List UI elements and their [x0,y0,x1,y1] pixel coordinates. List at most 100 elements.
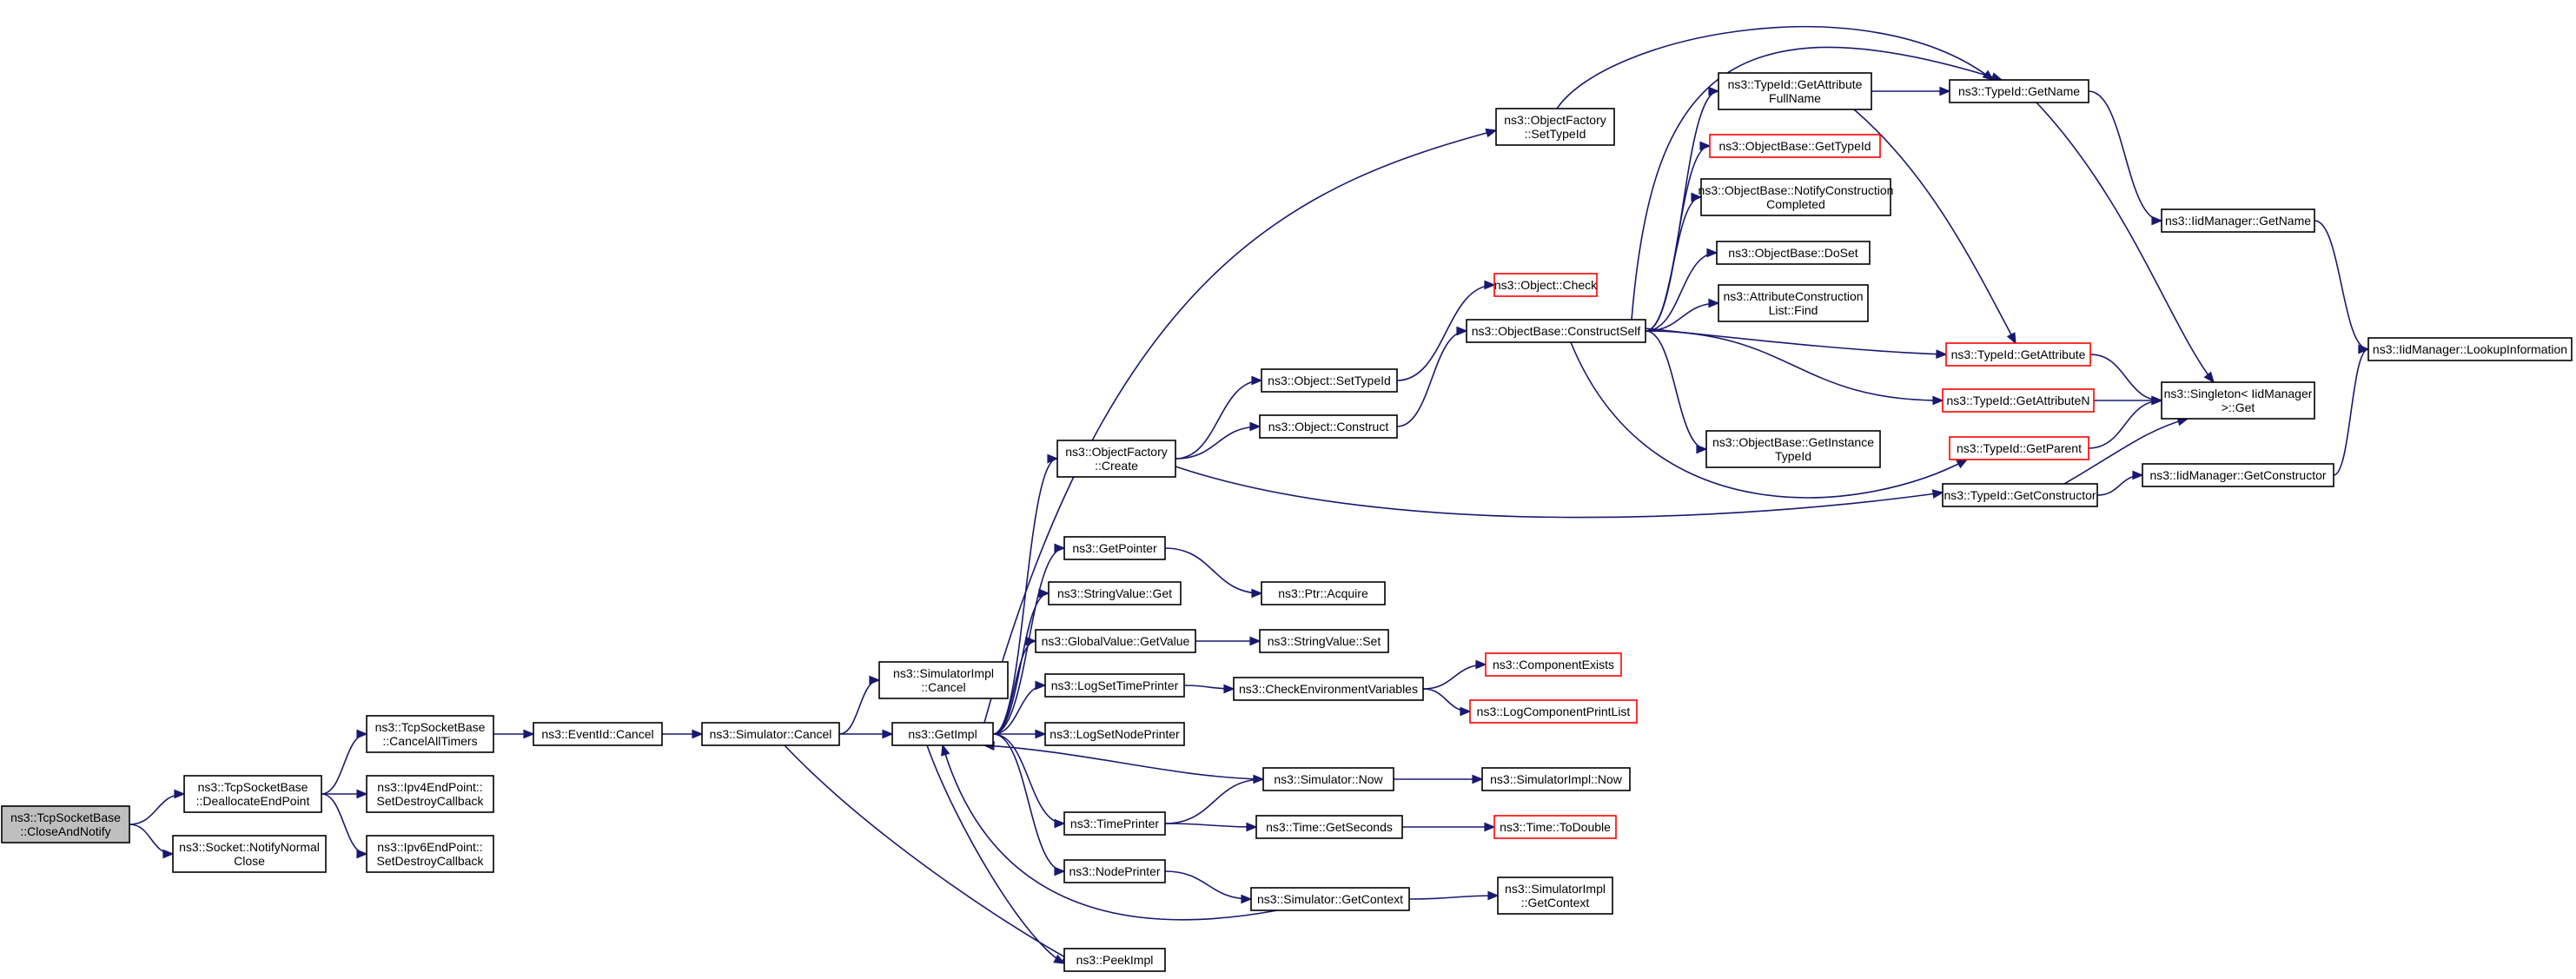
node-label: ns3::TypeId::GetName [1958,84,2080,98]
function-node[interactable]: ns3::Time::GetSeconds [1255,815,1403,839]
function-node[interactable]: ns3::Ipv4EndPoint::SetDestroyCallback [366,775,494,813]
node-label: ns3::TypeId::GetParent [1957,441,2082,455]
function-node[interactable]: ns3::Singleton< IidManager >::Get [2161,381,2315,420]
arrowhead [2151,395,2163,406]
arrowhead [2132,470,2144,480]
function-node[interactable]: ns3::ObjectBase::DoSet [1716,241,1871,265]
function-node[interactable]: ns3::ObjectFactory::Create [1056,440,1176,478]
function-node[interactable]: ns3::TypeId::GetConstructor [1942,483,2098,507]
function-node[interactable]: ns3::Simulator::Cancel [701,722,840,746]
edge-line [1853,109,2016,344]
function-node[interactable]: ns3::GetPointer [1063,536,1166,560]
arrowhead [1475,659,1487,670]
function-node[interactable]: ns3::SimulatorImpl::Now [1481,767,1631,791]
function-node[interactable]: ns3::SimulatorImpl::Cancel [878,661,1009,699]
arrowhead [162,849,175,859]
edge-line [321,793,368,855]
function-node[interactable]: ns3::CheckEnvironmentVariables [1233,677,1424,701]
function-node[interactable]: ns3::TimePrinter [1063,811,1166,836]
node-label: ::CancelAllTimers [382,734,477,748]
arrowhead [1035,729,1047,739]
function-node[interactable]: ns3::TcpSocketBase::DeallocateEndPoint [183,775,322,813]
function-node[interactable]: ns3::LogSetTimePrinter [1044,673,1185,698]
edge-line [1645,330,1944,401]
function-node[interactable]: ns3::LogSetNodePrinter [1044,722,1185,746]
call-edge-n9-n16 [992,729,1047,739]
node-box [1044,722,1185,746]
function-node[interactable]: ns3::TypeId::GetParent [1949,436,2089,460]
node-label: ns3::CheckEnvironmentVariables [1239,682,1418,696]
call-edge-n29-n44 [1570,341,1969,499]
function-node[interactable]: ns3::Object::Construct [1259,414,1398,439]
call-edge-n45-n48 [2096,470,2144,496]
node-label: ns3::IidManager::GetConstructor [2149,468,2326,482]
node-box [1261,581,1386,605]
arrowhead [1484,280,1496,290]
call-edge-n27-n9 [941,744,1278,921]
edge-line [992,733,1065,824]
node-label: ::Create [1095,459,1138,473]
node-box [533,722,663,746]
function-node[interactable]: ns3::Object::Check [1493,273,1598,297]
function-node[interactable]: ns3::PeekImpl [1063,948,1166,972]
call-edge-n44-n47 [2088,395,2163,449]
edge-line [1175,380,1262,460]
node-label: ns3::Ipv6EndPoint:: [377,840,482,854]
function-node[interactable]: ns3::IidManager::GetName [2161,208,2315,233]
node-box [172,835,327,873]
function-node[interactable]: ns3::ComponentExists [1485,652,1622,677]
function-node[interactable]: ns3::ObjectFactory::SetTypeId [1495,108,1615,146]
node-label: ns3::ObjectBase::ConstructSelf [1472,324,1641,338]
function-node[interactable]: ns3::LogComponentPrintList [1469,699,1638,724]
function-node[interactable]: ns3::Simulator::GetContext [1250,887,1410,911]
arrowhead [1223,684,1235,694]
edge-line [942,744,1278,921]
function-node[interactable]: ns3::Ptr::Acquire [1261,581,1386,605]
function-node[interactable]: ns3::Simulator::Now [1262,767,1394,791]
call-edge-n0-n1 [129,789,186,825]
node-box [1035,629,1196,653]
function-node[interactable]: ns3::IidManager::LookupInformation [2367,337,2573,361]
function-node[interactable]: ns3::GlobalValue::GetValue [1035,629,1196,653]
node-label: ns3::StringValue::Set [1268,634,1381,648]
function-node[interactable]: ns3::Object::SetTypeId [1261,368,1398,393]
function-node[interactable]: ns3::ObjectBase::GetTypeId [1709,134,1881,158]
call-edge-n24-n31 [1422,688,1472,717]
call-edge-n9-n10 [926,744,1066,964]
function-node[interactable]: ns3::TypeId::GetAttributeN [1942,388,2095,413]
function-node[interactable]: ns3::TypeId::GetAttribute [1945,342,2091,367]
node-box [366,835,494,873]
function-node[interactable]: ns3::StringValue::Get [1048,581,1182,605]
function-node[interactable]: ns3::NodePrinter [1063,859,1166,883]
function-node[interactable]: ns3::TypeId::GetName [1949,79,2089,103]
edge-line [1175,426,1261,460]
call-edge-n9-n15 [992,680,1047,735]
edge-line [1164,778,1264,824]
node-box [1063,859,1166,883]
call-edge-n11-n21 [1175,421,1262,460]
call-edges [129,25,2370,964]
function-node[interactable]: ns3::ObjectBase::NotifyConstructionCompl… [1699,178,1894,216]
function-node[interactable]: ns3::Time::ToDouble [1493,815,1617,839]
function-node[interactable]: ns3::Ipv6EndPoint::SetDestroyCallback [366,835,494,873]
call-edge-n11-n20 [1175,375,1263,460]
function-node[interactable]: ns3::IidManager::GetConstructor [2142,463,2334,487]
node-label: ns3::ObjectBase::NotifyConstruction [1699,183,1894,197]
function-node[interactable]: ns3::StringValue::Set [1259,629,1389,653]
node-box [1063,811,1166,836]
function-node[interactable]: ns3::ObjectBase::ConstructSelf [1466,319,1646,343]
edge-line [2089,354,2162,401]
function-node[interactable]: ns3::GetImpl [891,722,994,746]
function-node[interactable]: ns3::TcpSocketBase::CancelAllTimers [366,715,494,753]
edge-line [1396,330,1467,427]
arrowhead [1047,453,1059,464]
function-node[interactable]: ns3::EventId::Cancel [533,722,663,746]
node-box [1259,414,1398,439]
arrowhead [1699,141,1712,151]
function-node[interactable]: ns3::SimulatorImpl::GetContext [1497,876,1613,915]
